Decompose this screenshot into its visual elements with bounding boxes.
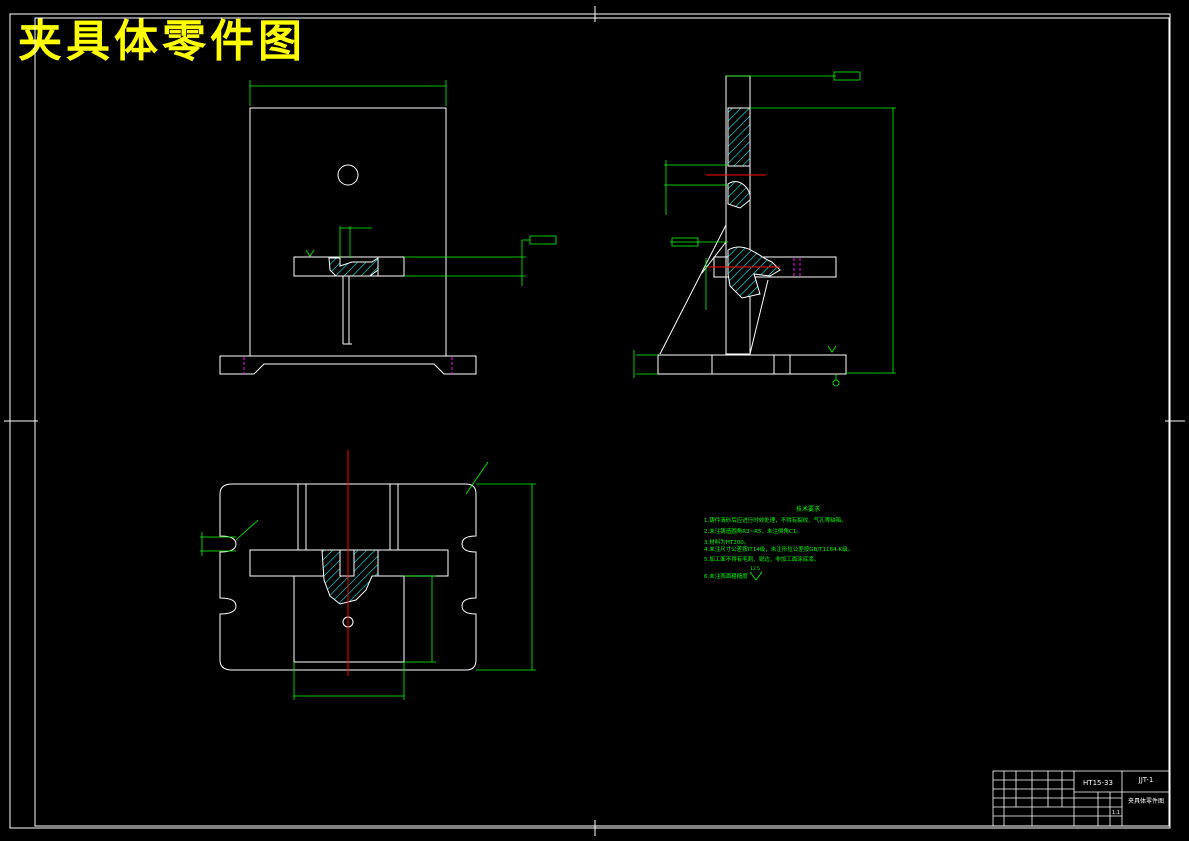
front-view bbox=[219, 107, 477, 375]
note-line: 5.加工面不得有毛刺、锐边，非加工面涂底漆。 bbox=[704, 555, 819, 563]
title-block bbox=[992, 770, 1171, 827]
front-view-dimensions bbox=[249, 80, 557, 286]
note-line: 3.材料为HT200。 bbox=[704, 538, 749, 546]
note-line: 2.未注铸造圆角R3~R5，未注倒角C1。 bbox=[704, 527, 802, 535]
side-view-hidden bbox=[793, 258, 801, 276]
side-view-centerline bbox=[706, 174, 780, 268]
roughness-value: 12.5 bbox=[750, 566, 760, 572]
note-line: 1.铸件清砂后应进行时效处理，不得有裂纹、气孔等缺陷。 bbox=[704, 516, 847, 524]
sheet-border bbox=[4, 6, 1185, 836]
front-view-hidden bbox=[243, 357, 453, 374]
top-view-dimensions bbox=[200, 461, 536, 700]
part-name: 夹具体零件图 bbox=[1128, 797, 1164, 805]
side-view bbox=[657, 75, 847, 375]
note-line: 4.未注尺寸公差按IT14级，未注形位公差按GB/T1184-K级。 bbox=[704, 545, 853, 553]
material-label: HT15-33 bbox=[1083, 779, 1113, 787]
top-view bbox=[219, 483, 477, 671]
technical-notes: 技术要求 1.铸件清砂后应进行时效处理，不得有裂纹、气孔等缺陷。 2.未注铸造圆… bbox=[704, 505, 853, 581]
drawing-number: JJT-1 bbox=[1138, 776, 1154, 784]
scale-value: 1:1 bbox=[1112, 810, 1120, 816]
drawing-title: 夹具体零件图 bbox=[18, 16, 306, 67]
notes-heading: 技术要求 bbox=[796, 505, 820, 513]
note-line: 6.未注表面粗糙度 bbox=[704, 572, 748, 580]
side-view-dimensions bbox=[633, 71, 896, 387]
title-block-text: HT15-33 JJT-1 夹具体零件图 1:1 bbox=[1083, 776, 1164, 816]
